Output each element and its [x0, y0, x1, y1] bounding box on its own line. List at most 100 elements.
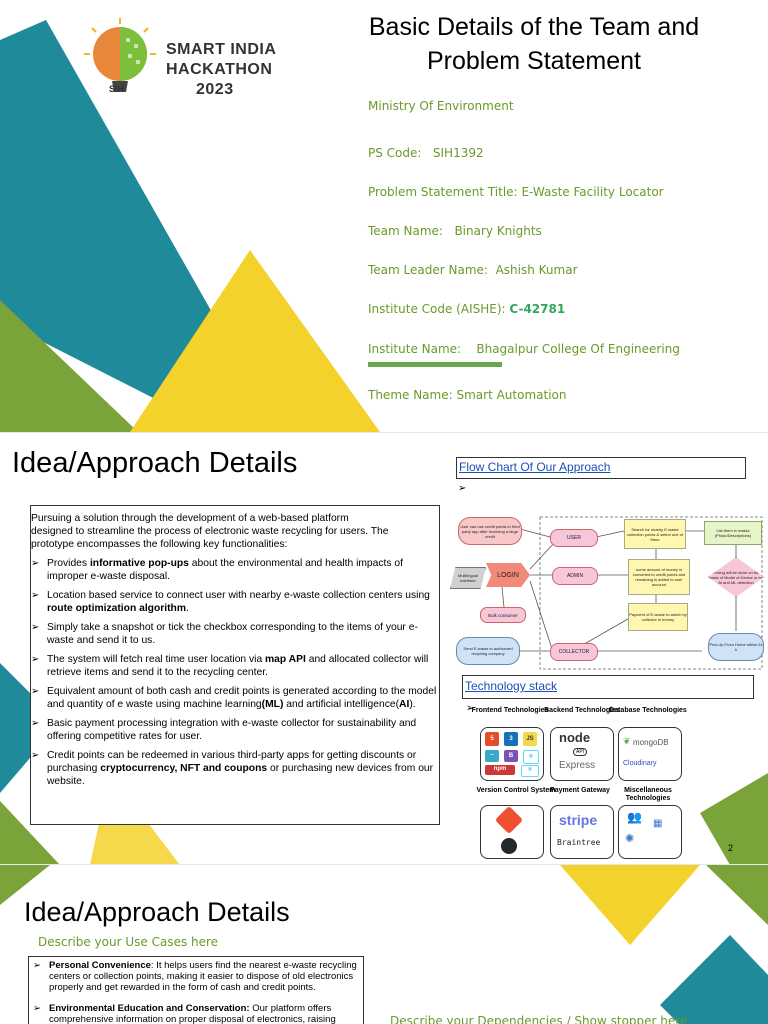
mongodb-leaf-icon: ❦	[623, 736, 631, 746]
react-icon: ⚛	[523, 750, 539, 764]
slide1-decoration	[0, 20, 380, 432]
logo-badge: SIH	[109, 84, 125, 94]
green-top-left-shape	[0, 865, 50, 905]
dependencies-heading: Describe your Dependencies / Show stoppe…	[390, 1014, 688, 1024]
flow-node-multilingual: Multilingual interface	[450, 567, 486, 589]
ministry-field: Ministry Of Environment	[368, 99, 514, 113]
institute-name-value: Bhagalpur College Of Engineering	[476, 342, 680, 356]
github-icon	[501, 838, 517, 854]
misc-logos-box: 👥 ▦ ✺	[618, 805, 682, 859]
list-item: Location based service to connect user w…	[31, 589, 439, 615]
functionality-list: Provides informative pop-ups about the e…	[31, 557, 439, 788]
theme-value: Smart Automation	[456, 388, 567, 402]
braintree-logo: Braintree	[557, 838, 601, 847]
slide2-heading: Idea/Approach Details	[12, 447, 298, 479]
api-badge: API	[573, 748, 588, 756]
flow-node-money-conversion: some amount of money is converted to cre…	[628, 559, 690, 595]
green-underline-bar	[368, 362, 502, 367]
arrow-bullet-icon: ➢	[466, 703, 475, 714]
institute-code-label: Institute Code (AISHE):	[368, 302, 506, 316]
team-name-field: Team Name: Binary Knights	[368, 224, 542, 238]
team-name-label: Team Name:	[368, 224, 443, 238]
institute-name-field: Institute Name: Bhagalpur College Of Eng…	[368, 342, 680, 356]
css3-icon: 3	[504, 732, 518, 746]
use-cases-subheading: Describe your Use Cases here	[38, 935, 219, 949]
tech-stack-title: Technology stack	[465, 679, 558, 693]
team-leader-value: Ashish Kumar	[495, 263, 578, 277]
network-icon: ✺	[625, 833, 635, 845]
flow-chart-title: Flow Chart Of Our Approach	[459, 460, 611, 474]
flow-node-login: LOGIN	[486, 563, 530, 587]
teal-bottom-right-shape	[660, 935, 768, 1024]
flow-node-collector: COLLECTOR	[550, 643, 598, 661]
label-payment: Payment Gateway	[550, 787, 610, 794]
slide-idea-approach: Idea/Approach Details Pursuing a solutio…	[0, 432, 768, 865]
list-item: Provides informative pop-ups about the e…	[31, 557, 439, 583]
vcs-logos-box	[480, 805, 544, 859]
logo-line-2: HACKATHON	[166, 61, 273, 78]
ps-title-field: Problem Statement Title: E-Waste Facilit…	[368, 185, 664, 199]
flow-chart: User can use credit points in third part…	[446, 511, 768, 671]
logo-line-3: 2023	[196, 81, 234, 98]
list-item: Simply take a snapshot or tick the check…	[31, 621, 439, 647]
yellow-triangle-shape	[130, 250, 380, 432]
flow-node-search: Search for nearby E-waste collection poi…	[624, 519, 686, 549]
list-item: Basic payment processing integration wit…	[31, 717, 439, 743]
theme-field: Theme Name: Smart Automation	[368, 388, 567, 402]
ps-code-field: PS Code: SIH1392	[368, 146, 484, 160]
ps-title-label: Problem Statement Title:	[368, 185, 518, 199]
npm-logo: npm	[485, 765, 515, 775]
green-triangle-shape	[0, 300, 138, 432]
people-icon: 👥	[627, 810, 642, 824]
slide1-title: Basic Details of the Team and Problem St…	[340, 10, 728, 78]
page-number: 2	[728, 843, 734, 853]
list-item: Credit points can be redeemed in various…	[31, 749, 439, 788]
flow-node-credit-points: User can use credit points in third part…	[458, 517, 522, 545]
flow-node-admin: ADMIN	[552, 567, 598, 585]
frontend-logos-box: 5 3 JS ~ B ⚛ npm ⚛	[480, 727, 544, 781]
slide-basic-details: SIH SMART INDIA HACKATHON 2023 Basic Det…	[0, 0, 768, 432]
use-cases-box: Personal Convenience: It helps users fin…	[28, 956, 364, 1024]
team-name-value: Binary Knights	[454, 224, 542, 238]
intro-line-3: prototype encompasses the following key …	[31, 539, 288, 550]
bulb-brain-icon	[84, 18, 156, 92]
arrow-bullet-icon: ➢	[458, 483, 467, 494]
institute-name-label: Institute Name:	[368, 342, 462, 356]
flow-node-pickup: Pick-Up From Home within 24 h	[708, 633, 764, 661]
ps-title-value: E-Waste Facility Locator	[521, 185, 664, 199]
team-leader-label: Team Leader Name:	[368, 263, 488, 277]
cloudinary-logo: Cloudinary	[623, 760, 657, 767]
list-item: The system will fetch real time user loc…	[31, 653, 439, 679]
chip-icon: ▦	[653, 818, 663, 829]
yellow-top-shape	[560, 865, 700, 945]
slide3-heading: Idea/Approach Details	[24, 897, 290, 927]
team-leader-field: Team Leader Name: Ashish Kumar	[368, 263, 578, 277]
green-top-right-shape	[706, 865, 768, 925]
payment-logos-box: stripe Braintree	[550, 805, 614, 859]
bootstrap-icon: B	[504, 750, 518, 762]
logo-line-1: SMART INDIA	[166, 41, 277, 58]
institute-code-field: Institute Code (AISHE): C-42781	[368, 302, 565, 316]
tailwind-icon: ~	[485, 750, 499, 762]
flow-node-bulk-consumer: Bulk consumer	[480, 607, 526, 623]
label-backend: Backend Technologies	[544, 707, 620, 714]
backend-logos-box: node API Express	[550, 727, 614, 781]
database-logos-box: ❦ mongoDB Cloudinary	[618, 727, 682, 781]
tech-stack-title-box: Technology stack	[462, 675, 754, 699]
flow-node-payment: Payment of E-waste to admin by collector…	[628, 603, 688, 631]
label-frontend: Frontend Technologies	[471, 707, 549, 714]
html5-icon: 5	[485, 732, 499, 746]
list-item: Environmental Education and Conservation…	[33, 1003, 357, 1024]
green-right-shape	[700, 773, 768, 865]
mongodb-logo: mongoDB	[633, 738, 669, 747]
label-misc: Miscellaneous Technologies	[624, 787, 672, 802]
list-item: Equivalent amount of both cash and credi…	[31, 685, 439, 711]
git-icon	[494, 805, 524, 835]
ps-code-label: PS Code:	[368, 146, 422, 160]
flow-chart-title-box: Flow Chart Of Our Approach	[456, 457, 746, 479]
sih-logo: SIH	[82, 16, 162, 96]
title-line-2: Problem Statement	[427, 47, 641, 75]
list-item: Personal Convenience: It helps users fin…	[33, 960, 357, 993]
flow-chart-lines	[501, 516, 763, 670]
